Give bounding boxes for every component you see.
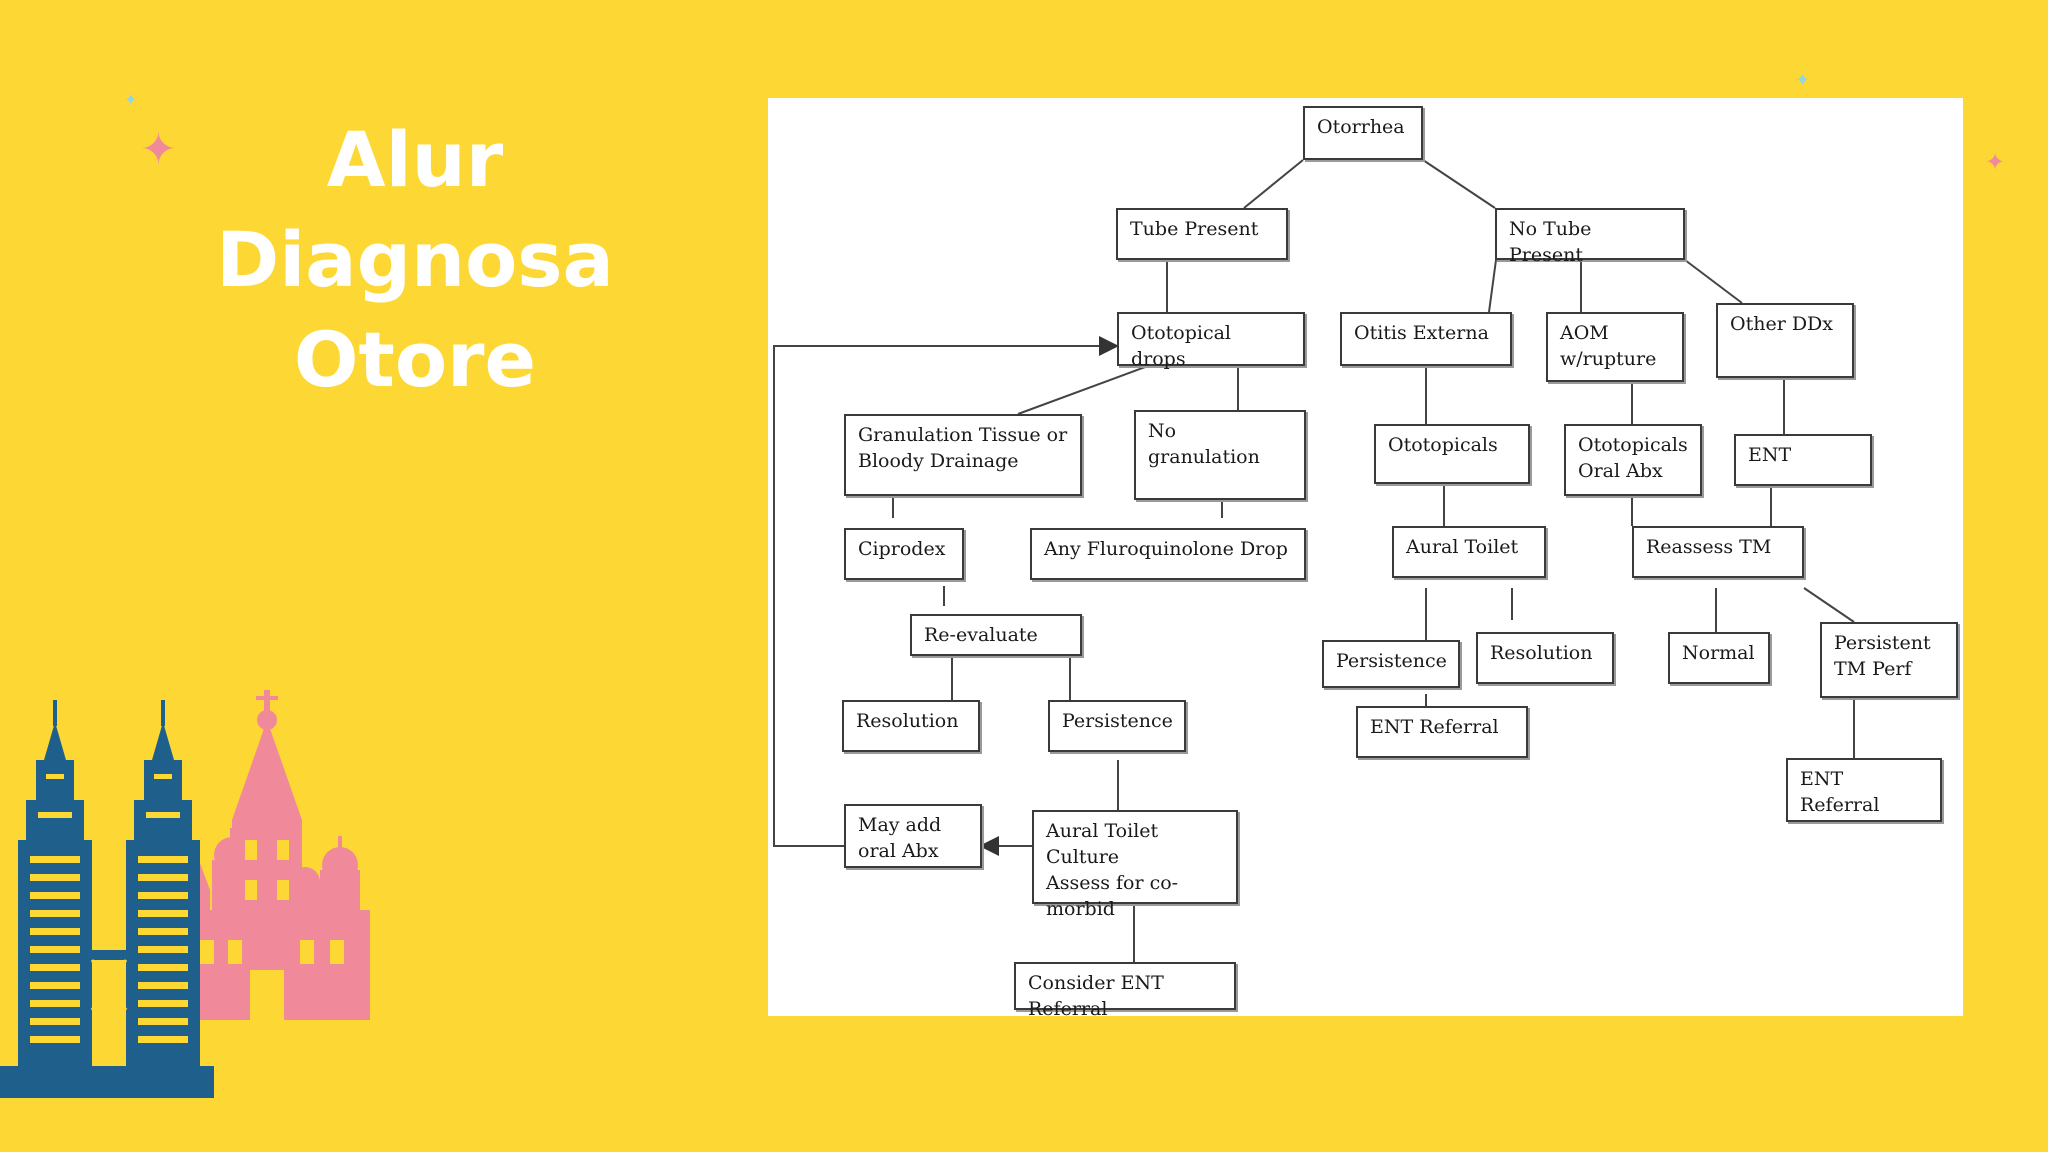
sparkle-icon: ✦ (1985, 148, 2006, 176)
node-ent-referral: ENT Referral (1356, 706, 1528, 758)
node-may-add-oral-abx: May add oral Abx (844, 804, 982, 868)
node-ent-referral: ENT Referral (1786, 758, 1942, 822)
sparkle-icon: ✦ (124, 90, 138, 109)
node-no-tube-present: No Tube Present (1495, 208, 1685, 266)
node-persistence: Persistence (1322, 640, 1460, 688)
flowchart-panel: Otorrhea Tube Present No Tube Present Ot… (768, 98, 1963, 1020)
node-tube-present: Tube Present (1116, 208, 1288, 260)
node-granulation: Granulation Tissue or Bloody Drainage (844, 414, 1082, 496)
node-aom-rupture: AOM w/rupture (1546, 312, 1684, 382)
node-otorrhea: Otorrhea (1303, 106, 1423, 160)
slide-title: Alur Diagnosa Otore (180, 110, 650, 410)
node-consider-ent-referral: Consider ENT Referral (1014, 962, 1236, 1020)
node-aural-toilet-culture: Aural Toilet Culture Assess for co-morbi… (1032, 810, 1238, 920)
node-any-fluoroquinolone: Any Fluroquinolone Drop (1030, 528, 1306, 580)
sparkle-icon: ✦ (1795, 70, 1811, 91)
title-line-3: Otore (293, 315, 537, 404)
node-resolution: Resolution (1476, 632, 1614, 684)
node-re-evaluate: Re-evaluate (910, 614, 1082, 656)
node-normal: Normal (1668, 632, 1770, 684)
node-ciprodex: Ciprodex (844, 528, 964, 580)
node-reassess-tm: Reassess TM (1632, 526, 1804, 578)
node-aural-toilet: Aural Toilet (1392, 526, 1546, 578)
node-ototopicals: Ototopicals (1374, 424, 1530, 484)
node-persistent-tm-perf: Persistent TM Perf (1820, 622, 1958, 698)
title-line-1: Alur (326, 115, 504, 204)
node-persistence: Persistence (1048, 700, 1186, 752)
title-line-2: Diagnosa (216, 215, 614, 304)
node-otitis-externa: Otitis Externa (1340, 312, 1512, 366)
node-ent: ENT (1734, 434, 1872, 486)
city-illustration (0, 690, 370, 1098)
node-resolution: Resolution (842, 700, 980, 752)
flowchart-connectors (773, 159, 1855, 962)
sparkle-icon: ✦ (140, 124, 177, 175)
node-ototopical-drops: Ototopical drops (1117, 312, 1305, 370)
node-other-ddx: Other DDx (1716, 303, 1854, 378)
node-no-granulation: No granulation (1134, 410, 1306, 500)
node-ototopicals-oral-abx: Ototopicals Oral Abx (1564, 424, 1702, 496)
